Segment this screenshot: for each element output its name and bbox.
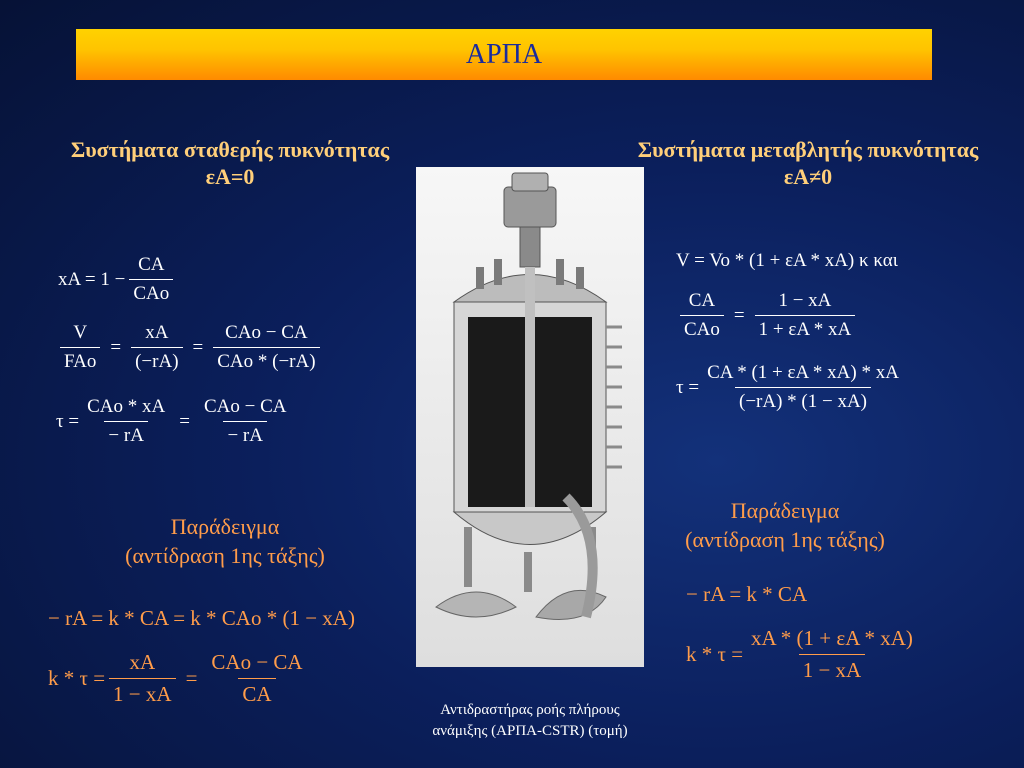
left-eq5-f1-num: xA [129,650,156,674]
left-eq2: V FAo = xA (−rA) = CAo − CA CAo * (−rA) [56,322,324,373]
left-eq2-f1-num: V [73,322,88,343]
right-eq2: CA CAo = 1 − xA 1 + εA * xA [676,290,859,341]
left-eq3-f1-num: CAo * xA [87,396,166,417]
right-eq2-den-right: 1 + εA * xA [754,315,856,341]
right-eq2-num-left: CA [688,290,716,311]
left-eq2-frac1: V FAo [60,322,101,373]
left-heading-line1: Συστήματα σταθερής πυκνότητας [70,137,390,162]
right-eq4-text: − rA = k * CA [686,582,808,606]
left-eq3-lhs: τ = [56,410,80,432]
left-eq2-f3-num: CAo − CA [225,322,308,343]
left-eq3-equals: = [179,410,190,432]
right-eq5-den: 1 − xA [798,654,866,683]
right-example-line2: (αντίδραση 1ης τάξης) [685,527,885,552]
left-eq5-f1-den: 1 − xA [109,678,176,707]
left-eq2-f3-den: CAo * (−rA) [213,347,320,373]
left-eq3: τ = CAo * xA − rA = CAo − CA − rA [56,396,294,447]
right-eq3-num: CA * (1 + εA * xA) * xA [707,362,899,383]
right-eq5-num: xA * (1 + εA * xA) [751,626,913,650]
left-eq4-text: − rA = k * CA = k * CAo * (1 − xA) [48,606,355,630]
right-heading: Συστήματα μεταβλητής πυκνότητας εΑ≠0 [592,136,1024,190]
right-eq2-frac-right: 1 − xA 1 + εA * xA [754,290,856,341]
title-bar: ΑΡΠΑ [76,29,932,80]
left-eq2-equals-b: = [192,336,204,358]
right-eq2-den-left: CAo [680,315,724,341]
left-eq4: − rA = k * CA = k * CAo * (1 − xA) [48,606,355,631]
left-example: Παράδειγμα (αντίδραση 1ης τάξης) [80,512,370,570]
right-eq1: V = Vo * (1 + εA * xA) κ και [676,250,898,272]
reactor-photo [416,167,644,667]
left-eq3-f1-den: − rA [104,421,148,447]
right-eq2-frac-left: CA CAo [680,290,724,341]
left-eq1-num: CA [138,254,165,275]
left-eq5-frac1: xA 1 − xA [109,650,176,707]
left-eq5-equals: = [185,666,198,690]
left-eq2-f2-num: xA [145,322,169,343]
left-eq3-frac2: CAo − CA − rA [200,396,291,447]
left-eq5-frac2: CAo − CA CA [207,650,306,707]
left-eq2-frac2: xA (−rA) [131,322,183,373]
right-eq3-lhs: τ = [676,376,700,398]
right-eq3-frac: CA * (1 + εA * xA) * xA (−rA) * (1 − xA) [703,362,903,413]
left-eq2-f1-den: FAo [60,347,101,373]
right-eq2-equals: = [733,304,745,326]
left-eq3-f2-num: CAo − CA [203,396,287,417]
left-example-line1: Παράδειγμα [170,514,280,539]
right-eq3-den: (−rA) * (1 − xA) [735,387,872,413]
left-heading-line2: εΑ=0 [205,164,255,189]
caption-line2: ανάμιξης (ΑΡΠΑ-CSTR) (τομή) [432,723,628,739]
right-eq2-num-right: 1 − xA [778,290,832,311]
left-eq2-frac3: CAo − CA CAo * (−rA) [213,322,320,373]
right-eq5: k * τ = xA * (1 + εA * xA) 1 − xA [686,626,921,683]
left-eq2-equals-a: = [110,336,122,358]
left-eq5: k * τ = xA 1 − xA = CAo − CA CA [48,650,311,707]
right-eq1-text: V = Vo * (1 + εA * xA) κ και [676,250,898,271]
left-eq5-lhs: k * τ = [48,666,106,690]
left-example-line2: (αντίδραση 1ης τάξης) [125,543,325,568]
left-eq2-f2-den: (−rA) [131,347,183,373]
left-heading: Συστήματα σταθερής πυκνότητας εΑ=0 [20,136,440,190]
left-eq3-f2-den: − rA [223,421,267,447]
left-eq1: xA = 1 − CA CAo [58,254,177,305]
right-heading-line2: εΑ≠0 [783,164,833,189]
left-eq1-frac: CA CAo [129,254,174,305]
reactor-cutaway-illustration [435,172,622,620]
right-eq5-frac: xA * (1 + εA * xA) 1 − xA [747,626,917,683]
right-eq3: τ = CA * (1 + εA * xA) * xA (−rA) * (1 −… [676,362,907,413]
left-eq1-lhs: xA = 1 − [58,268,126,290]
right-eq4: − rA = k * CA [686,582,807,607]
photo-caption: Αντιδραστήρας ροής πλήρους ανάμιξης (ΑΡΠ… [380,700,680,742]
right-example: Παράδειγμα (αντίδραση 1ης τάξης) [650,496,920,554]
left-eq1-den: CAo [129,279,174,305]
caption-line1: Αντιδραστήρας ροής πλήρους [440,702,620,718]
left-eq5-f2-num: CAo − CA [211,650,303,674]
left-eq5-f2-den: CA [238,678,276,707]
right-example-line1: Παράδειγμα [730,498,840,523]
left-eq3-frac1: CAo * xA − rA [83,396,169,447]
slide-title: ΑΡΠΑ [465,38,543,70]
right-eq5-lhs: k * τ = [686,642,744,666]
right-heading-line1: Συστήματα μεταβλητής πυκνότητας [637,137,979,162]
